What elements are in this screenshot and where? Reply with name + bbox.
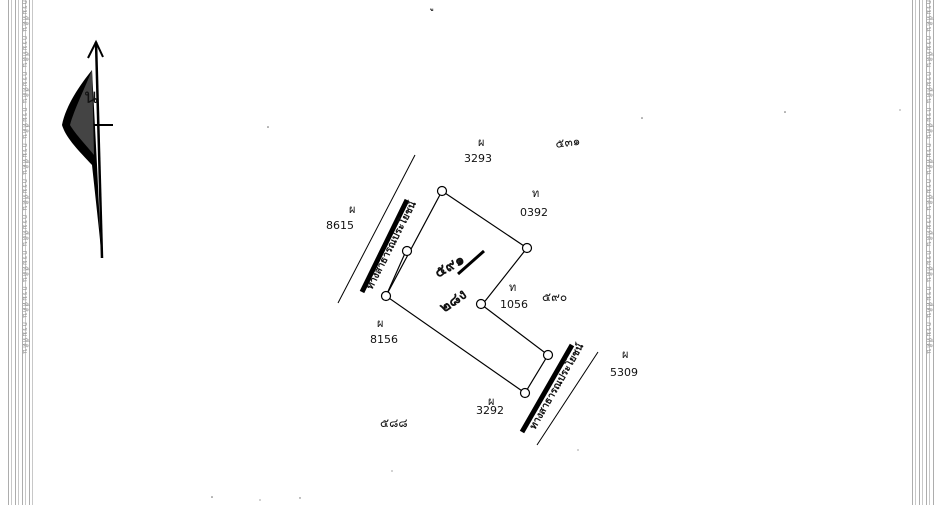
parcel-number: ๕๙๑ [431, 250, 468, 282]
north-label: น [84, 84, 98, 108]
north-arrow-icon [62, 39, 113, 259]
boundary-markers [380, 185, 554, 399]
neighbor-number-590: ๕๙๐ [542, 290, 567, 304]
neighbor-letter-3292: ผ [488, 395, 494, 408]
boundary-marker [380, 290, 392, 302]
scan-specks [211, 109, 901, 501]
neighbor-letter-8615: ผ [349, 203, 355, 216]
parcel-mark-stroke [457, 249, 485, 276]
neighbor-number-5309: 5309 [610, 366, 638, 379]
neighbor-number-3293: 3293 [464, 152, 492, 165]
neighbor-number-0392: 0392 [520, 206, 548, 219]
left-road [337, 154, 416, 304]
neighbor-number-1056: 1056 [500, 298, 528, 311]
boundary-marker [519, 387, 531, 399]
neighbor-number-3292: 3292 [476, 404, 504, 417]
right-edge-pattern: กรมที่ดิน กรมที่ดิน กรมที่ดิน กรมที่ดิน … [910, 0, 936, 505]
right-road-label: ทางสาธารณประโยชน์ [526, 341, 586, 432]
neighbor-number-8615: 8615 [326, 219, 354, 232]
neighbor-number-8156: 8156 [370, 333, 398, 346]
neighbor-number-531: ๕๓๑ [554, 134, 581, 151]
neighbor-letter-0392: ท [532, 187, 539, 200]
boundary-marker [401, 245, 413, 257]
boundary-marker [436, 185, 448, 197]
neighbor-letter-1056: ท [509, 281, 516, 294]
boundary-marker [475, 298, 487, 310]
neighbor-letter-5309: ผ [622, 348, 628, 361]
right-road [519, 343, 599, 446]
left-edge-pattern: กรมที่ดิน กรมที่ดิน กรมที่ดิน กรมที่ดิน … [6, 0, 36, 505]
neighbor-letter-8156: ผ [377, 317, 383, 330]
neighbor-number-588: ๕๘๘ [380, 416, 408, 430]
boundary-marker [542, 349, 554, 361]
left-road-label: ทางสาธารณประโยชน์ [363, 199, 419, 292]
boundary-marker [521, 242, 533, 254]
neighbor-letter-3293: ผ [478, 136, 484, 149]
parcel-area: ๒๘ง [436, 285, 470, 316]
top-fragment-label: ู [429, 8, 434, 11]
